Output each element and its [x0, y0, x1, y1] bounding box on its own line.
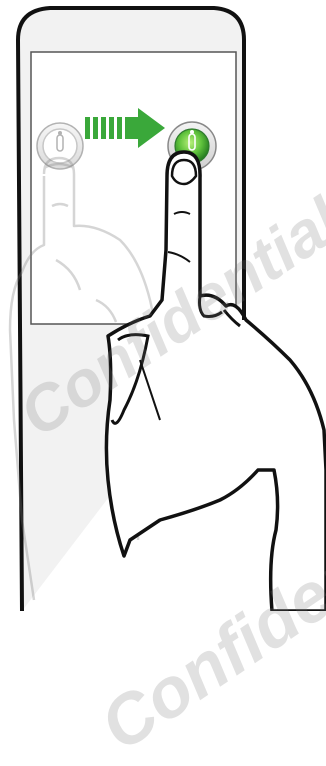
phone-screen — [31, 52, 236, 324]
swipe-gesture-illustration — [0, 0, 326, 611]
lock-ring-start-icon — [37, 123, 83, 169]
fingernail — [172, 160, 196, 184]
